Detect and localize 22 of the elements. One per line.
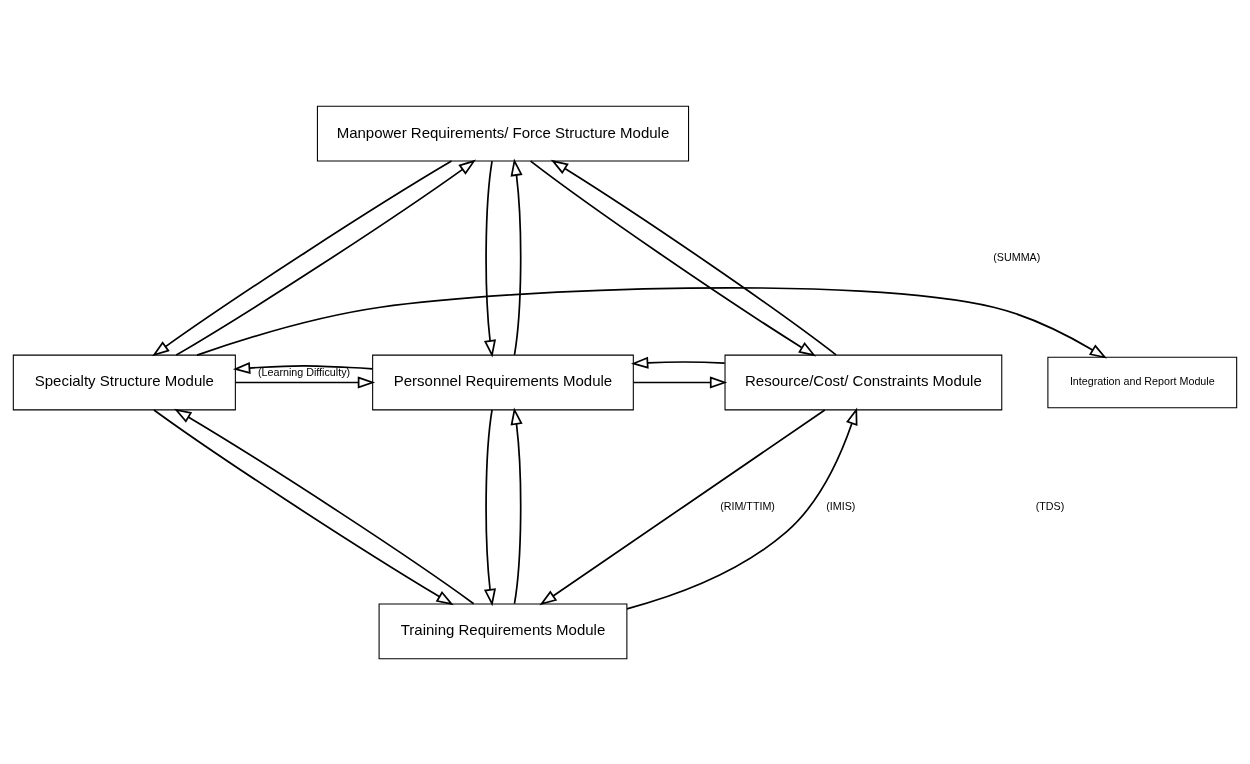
label: (SUMMA)	[993, 250, 1041, 263]
arrow	[630, 356, 726, 369]
arrow	[234, 375, 376, 389]
arrow	[632, 375, 728, 389]
node-box: Personnel Requirements Module	[372, 354, 634, 410]
arrow	[539, 408, 826, 605]
node-box: Resource/Cost/ Constraints Module	[724, 354, 1003, 410]
node-box: Manpower Requirements/ Force Structure Module	[316, 105, 690, 162]
node-box: Integration and Report Module	[1047, 356, 1238, 408]
edge-label: (Learning Difficulty)	[257, 365, 351, 378]
arrow	[626, 406, 858, 610]
arrow	[483, 408, 496, 606]
arrow	[510, 158, 523, 356]
arrow	[483, 159, 496, 357]
label: (TDS)	[1035, 499, 1065, 512]
arrow	[232, 361, 374, 374]
arrow	[510, 406, 523, 605]
node-box: Training Requirements Module	[378, 602, 628, 659]
edge-label: (RIM/TTIM)	[720, 499, 775, 512]
node-box: Specialty Structure Module	[12, 354, 236, 410]
arrow	[196, 286, 1107, 359]
edge-label: (IMIS)	[826, 499, 856, 512]
